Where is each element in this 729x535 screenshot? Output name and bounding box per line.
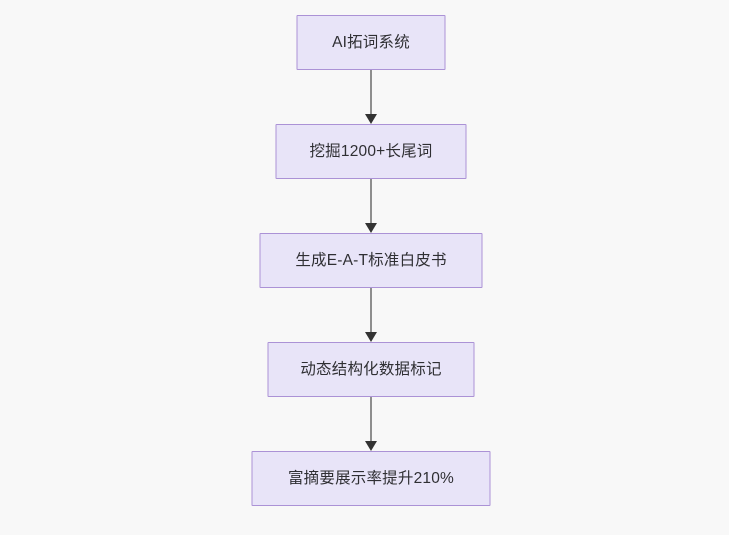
- arrow-down-icon: [365, 223, 377, 233]
- flowchart-node-5[interactable]: 富摘要展示率提升210%: [251, 451, 491, 506]
- flowchart-node-1-label: AI拓词系统: [332, 33, 410, 51]
- flowchart-node-5-label: 富摘要展示率提升210%: [287, 469, 455, 487]
- flowchart-node-4[interactable]: 动态结构化数据标记: [267, 342, 475, 397]
- flowchart-node-3-label: 生成E-A-T标准白皮书: [295, 251, 447, 269]
- flowchart-node-4-label: 动态结构化数据标记: [300, 360, 442, 378]
- flowchart-edge-2: [365, 179, 377, 233]
- flowchart-node-1[interactable]: AI拓词系统: [296, 15, 446, 70]
- arrow-down-icon: [365, 114, 377, 124]
- flowchart-node-2[interactable]: 挖掘1200+长尾词: [275, 124, 467, 179]
- flowchart-node-2-label: 挖掘1200+长尾词: [309, 142, 433, 160]
- flowchart-edge-1: [365, 70, 377, 124]
- arrow-down-icon: [365, 332, 377, 342]
- flowchart-node-3[interactable]: 生成E-A-T标准白皮书: [259, 233, 483, 288]
- arrow-down-icon: [365, 441, 377, 451]
- flowchart-edge-4: [365, 397, 377, 451]
- flowchart-edge-3: [365, 288, 377, 342]
